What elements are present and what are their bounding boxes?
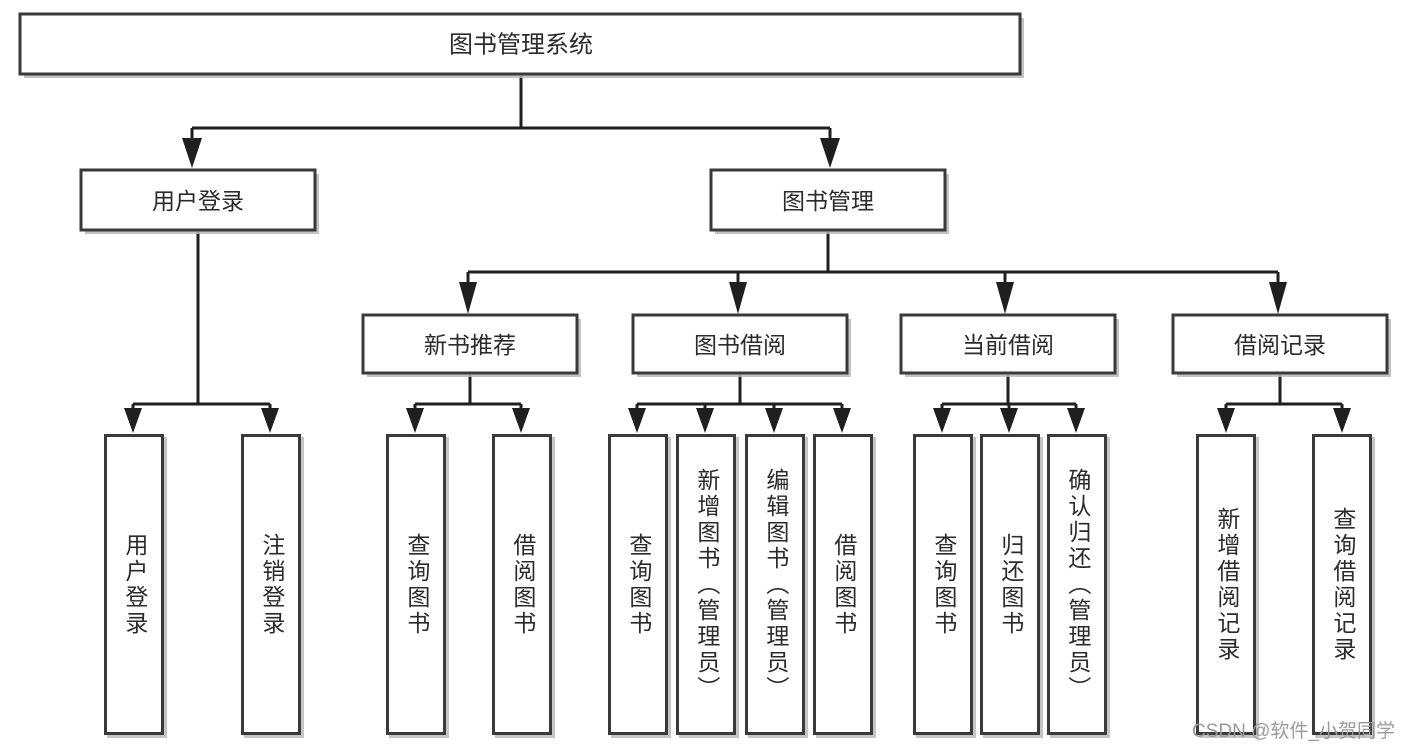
arrow-head-leaf-return-book	[1000, 408, 1018, 433]
node-new-book-recommend[interactable]: 新书推荐	[361, 313, 581, 377]
arrow-head-leaf-logout-login	[261, 408, 279, 433]
node-new-book-recommend-label: 新书推荐	[424, 332, 516, 358]
leaf-label-add-book: 新增图书（管理员）	[693, 467, 720, 702]
arrow-head-leaf-query-book-2	[628, 408, 646, 433]
node-book-borrow[interactable]: 图书借阅	[631, 313, 851, 377]
leaf-node-user-login[interactable]: 用户登录	[104, 434, 164, 735]
node-user-login[interactable]: 用户登录	[79, 168, 319, 234]
arrow-head-current-borrow	[996, 282, 1014, 314]
node-borrow-record[interactable]: 借阅记录	[1171, 313, 1391, 377]
node-borrow-record-box[interactable]	[1171, 313, 1389, 375]
leaf-label-query-book-1: 查询图书	[403, 532, 430, 637]
connector-root-to-level2	[182, 76, 840, 168]
arrow-head-borrow-record	[1269, 282, 1287, 314]
leaf-node-query-book-3[interactable]: 查询图书	[913, 434, 973, 735]
leaf-node-return-book[interactable]: 归还图书	[980, 434, 1040, 735]
leaf-label-edit-book: 编辑图书（管理员）	[762, 467, 789, 702]
leaf-node-borrow-book-1[interactable]: 借阅图书	[492, 434, 552, 735]
arrow-head-leaf-borrow-book-2	[833, 408, 851, 433]
node-current-borrow[interactable]: 当前借阅	[899, 313, 1119, 377]
leaf-node-query-book-2[interactable]: 查询图书	[608, 434, 668, 735]
node-user-login-box[interactable]	[79, 168, 317, 232]
arrow-head-leaf-edit-book	[765, 408, 783, 433]
connector-new-book-recommend-to-leaves	[406, 375, 530, 433]
leaf-label-borrow-book-2: 借阅图书	[830, 532, 857, 637]
leaf-label-user-login: 用户登录	[121, 532, 148, 637]
node-root-system[interactable]: 图书管理系统	[18, 12, 1024, 78]
leaf-node-query-record[interactable]: 查询借阅记录	[1312, 434, 1372, 735]
connector-current-borrow-to-leaves	[933, 375, 1085, 433]
arrow-head-leaf-query-book-3	[933, 408, 951, 433]
leaf-node-query-book-1[interactable]: 查询图书	[386, 434, 446, 735]
leaf-node-edit-book[interactable]: 编辑图书（管理员）	[745, 434, 805, 735]
leaf-node-borrow-book-2[interactable]: 借阅图书	[813, 434, 873, 735]
node-current-borrow-box[interactable]	[899, 313, 1117, 375]
node-user-login-label: 用户登录	[152, 188, 244, 214]
leaf-label-query-book-2: 查询图书	[625, 532, 652, 637]
arrow-head-leaf-borrow-book-1	[512, 408, 530, 433]
connector-user-login-to-leaves	[124, 232, 279, 433]
node-current-borrow-label: 当前借阅	[962, 332, 1054, 358]
leaf-node-add-record[interactable]: 新增借阅记录	[1196, 434, 1256, 735]
arrow-head-book-borrow	[729, 282, 747, 314]
arrow-head-user-login	[182, 138, 202, 168]
leaf-label-borrow-book-1: 借阅图书	[509, 532, 536, 637]
arrow-head-book-management	[820, 138, 840, 168]
connector-book-management-to-level3	[459, 232, 1287, 314]
arrow-head-leaf-add-record	[1217, 408, 1235, 433]
leaf-label-add-record: 新增借阅记录	[1213, 506, 1240, 663]
leaf-label-confirm-return: 确认归还（管理员）	[1064, 467, 1091, 702]
node-book-borrow-label: 图书借阅	[694, 332, 786, 358]
leaf-node-add-book[interactable]: 新增图书（管理员）	[676, 434, 736, 735]
arrow-head-leaf-user-login	[124, 408, 142, 433]
leaf-label-query-book-3: 查询图书	[930, 532, 957, 637]
arrow-head-leaf-confirm-return	[1067, 408, 1085, 433]
leaf-node-confirm-return[interactable]: 确认归还（管理员）	[1047, 434, 1107, 735]
node-root-label: 图书管理系统	[449, 32, 593, 59]
node-book-management[interactable]: 图书管理	[709, 168, 949, 234]
node-root-box[interactable]	[18, 12, 1022, 76]
arrow-head-new-book-recommend	[459, 282, 477, 314]
node-new-book-recommend-box[interactable]	[361, 313, 579, 375]
leaf-label-return-book: 归还图书	[997, 532, 1024, 637]
node-borrow-record-label: 借阅记录	[1234, 332, 1326, 358]
connector-book-borrow-to-leaves	[628, 375, 851, 433]
node-book-management-label: 图书管理	[782, 188, 874, 214]
leaf-node-logout-login[interactable]: 注销登录	[241, 434, 301, 735]
node-book-management-box[interactable]	[709, 168, 947, 232]
arrow-head-leaf-add-book	[696, 408, 714, 433]
connector-borrow-record-to-leaves	[1217, 375, 1351, 433]
leaf-label-query-record: 查询借阅记录	[1329, 506, 1356, 663]
arrow-head-leaf-query-book-1	[406, 408, 424, 433]
arrow-head-leaf-query-record	[1333, 408, 1351, 433]
node-book-borrow-box[interactable]	[631, 313, 849, 375]
leaf-label-logout-login: 注销登录	[258, 532, 285, 637]
